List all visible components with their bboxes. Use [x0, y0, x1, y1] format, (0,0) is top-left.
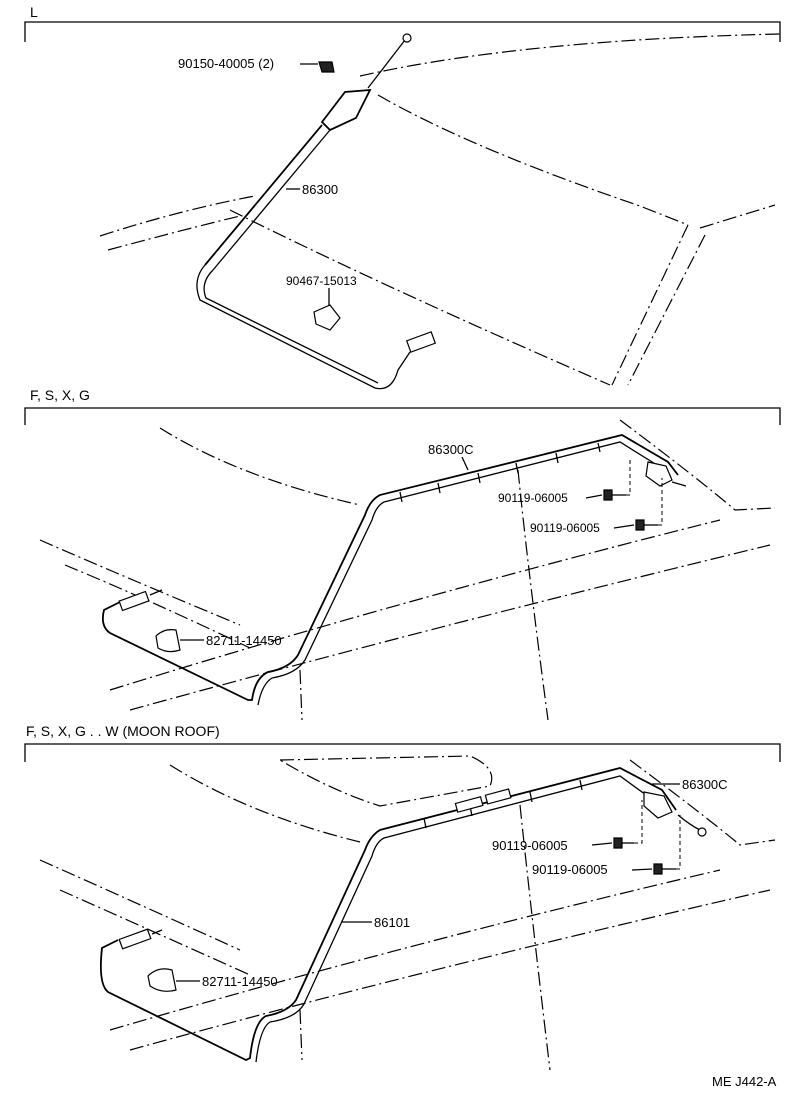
- leader-bolt-b: [631, 868, 653, 871]
- clamp-part: [147, 968, 177, 992]
- hood-line-2: [107, 215, 241, 251]
- antenna-mast: [367, 39, 406, 89]
- bolt-b-part: [635, 519, 645, 531]
- cowl-line: [169, 764, 361, 843]
- cable-connector: [118, 590, 150, 612]
- moonroof-opening: [279, 755, 493, 807]
- antenna-tip: [402, 33, 412, 43]
- antenna-end-cap: [697, 827, 707, 837]
- part-label-bolt-a: 90119-06005: [492, 838, 568, 853]
- part-label-bolt-b: 90119-06005: [530, 521, 600, 535]
- part-label-clamp: 82711-14450: [202, 974, 278, 989]
- section-fsxg: F, S, X, G 86300C 90119-06005: [24, 387, 781, 721]
- section-bracket: [24, 21, 781, 42]
- antenna-cable: [101, 434, 679, 701]
- clamp-part: [313, 304, 341, 331]
- figure-reference: ME J442-A: [712, 1074, 777, 1089]
- door-line: [519, 804, 551, 1071]
- door-line: [517, 469, 549, 721]
- cable-clips: [423, 779, 583, 829]
- antenna-end: [671, 481, 687, 487]
- leader-bolt-b: [613, 524, 635, 529]
- pillar-base: [299, 1009, 303, 1061]
- part-label-bolt-a: 90119-06005: [498, 491, 568, 505]
- part-label-antenna: 86300: [302, 182, 338, 197]
- cable-connector: [118, 928, 152, 950]
- windshield-top: [377, 94, 689, 226]
- section-title-l: L: [30, 4, 38, 20]
- antenna-cable-2: [257, 441, 666, 706]
- hood-line: [39, 539, 241, 626]
- part-label-antenna: 86300C: [682, 777, 728, 792]
- part-label-clamp: 82711-14450: [206, 633, 282, 648]
- part-label-antenna: 86300C: [428, 442, 474, 457]
- section-bracket: [24, 407, 781, 425]
- leader-bolt-a-dashed: [634, 800, 643, 844]
- bolt-a-part: [603, 489, 613, 501]
- section-title-fsxg: F, S, X, G: [30, 387, 90, 403]
- antenna-cable-2: [203, 269, 379, 384]
- part-label-cord: 86101: [374, 915, 410, 930]
- leader-bolt-a: [591, 842, 613, 846]
- antenna-cable: [99, 767, 677, 1062]
- section-bracket: [24, 743, 781, 762]
- antenna-cable-2: [255, 775, 665, 1063]
- fender-line: [699, 204, 776, 229]
- hood-line-2: [64, 564, 251, 649]
- cable-connector: [405, 331, 437, 353]
- inline-connector: [454, 796, 484, 813]
- hood-line: [39, 859, 241, 951]
- antenna-tube: [204, 124, 323, 266]
- section-moonroof: F, S, X, G . . W (MOON ROOF): [24, 723, 781, 1071]
- hood-line-2: [59, 889, 251, 976]
- hood-line: [99, 195, 256, 237]
- part-label-clamp: 90467-15013: [286, 274, 357, 288]
- cowl-line: [159, 427, 361, 506]
- antenna-base: [643, 791, 673, 819]
- pillar-line: [619, 419, 776, 511]
- bolt-a-part: [613, 837, 623, 849]
- belt-line-2: [129, 889, 771, 1051]
- door-line: [627, 234, 706, 386]
- leader-bolt-b-dashed: [658, 478, 663, 526]
- part-label-bolt-b: 90119-06005: [532, 862, 608, 877]
- connector-tip: [151, 929, 163, 935]
- pillar-line: [629, 759, 776, 846]
- a-pillar: [611, 224, 689, 386]
- antenna-cable: [196, 264, 411, 390]
- section-title-moonroof: F, S, X, G . . W (MOON ROOF): [26, 723, 220, 739]
- clamp-part: [155, 629, 181, 653]
- belt-line-2: [129, 544, 771, 711]
- section-l: L 90150-40005 (2) 86300 90467-15013: [24, 4, 781, 390]
- belt-line: [109, 869, 721, 1031]
- cable-clips: [399, 442, 601, 503]
- antenna-base: [645, 461, 673, 487]
- belt-line: [109, 519, 721, 691]
- antenna-motor: [320, 88, 372, 132]
- antenna-tube-2: [212, 129, 331, 271]
- pillar-base: [299, 669, 303, 721]
- leader-antenna: [461, 456, 469, 471]
- cowl-line: [229, 209, 611, 386]
- leader-bolt-a-dashed: [626, 460, 631, 496]
- part-label-screw: 90150-40005 (2): [178, 56, 274, 71]
- antenna-end: [677, 814, 701, 831]
- leader-bolt-b-dashed: [676, 815, 681, 870]
- bolt-b-part: [653, 863, 663, 875]
- connector-tip: [149, 589, 163, 596]
- roof-line: [359, 33, 781, 77]
- inline-connector-2: [484, 788, 512, 805]
- screw-part: [318, 61, 335, 73]
- leader-bolt-a: [585, 494, 603, 499]
